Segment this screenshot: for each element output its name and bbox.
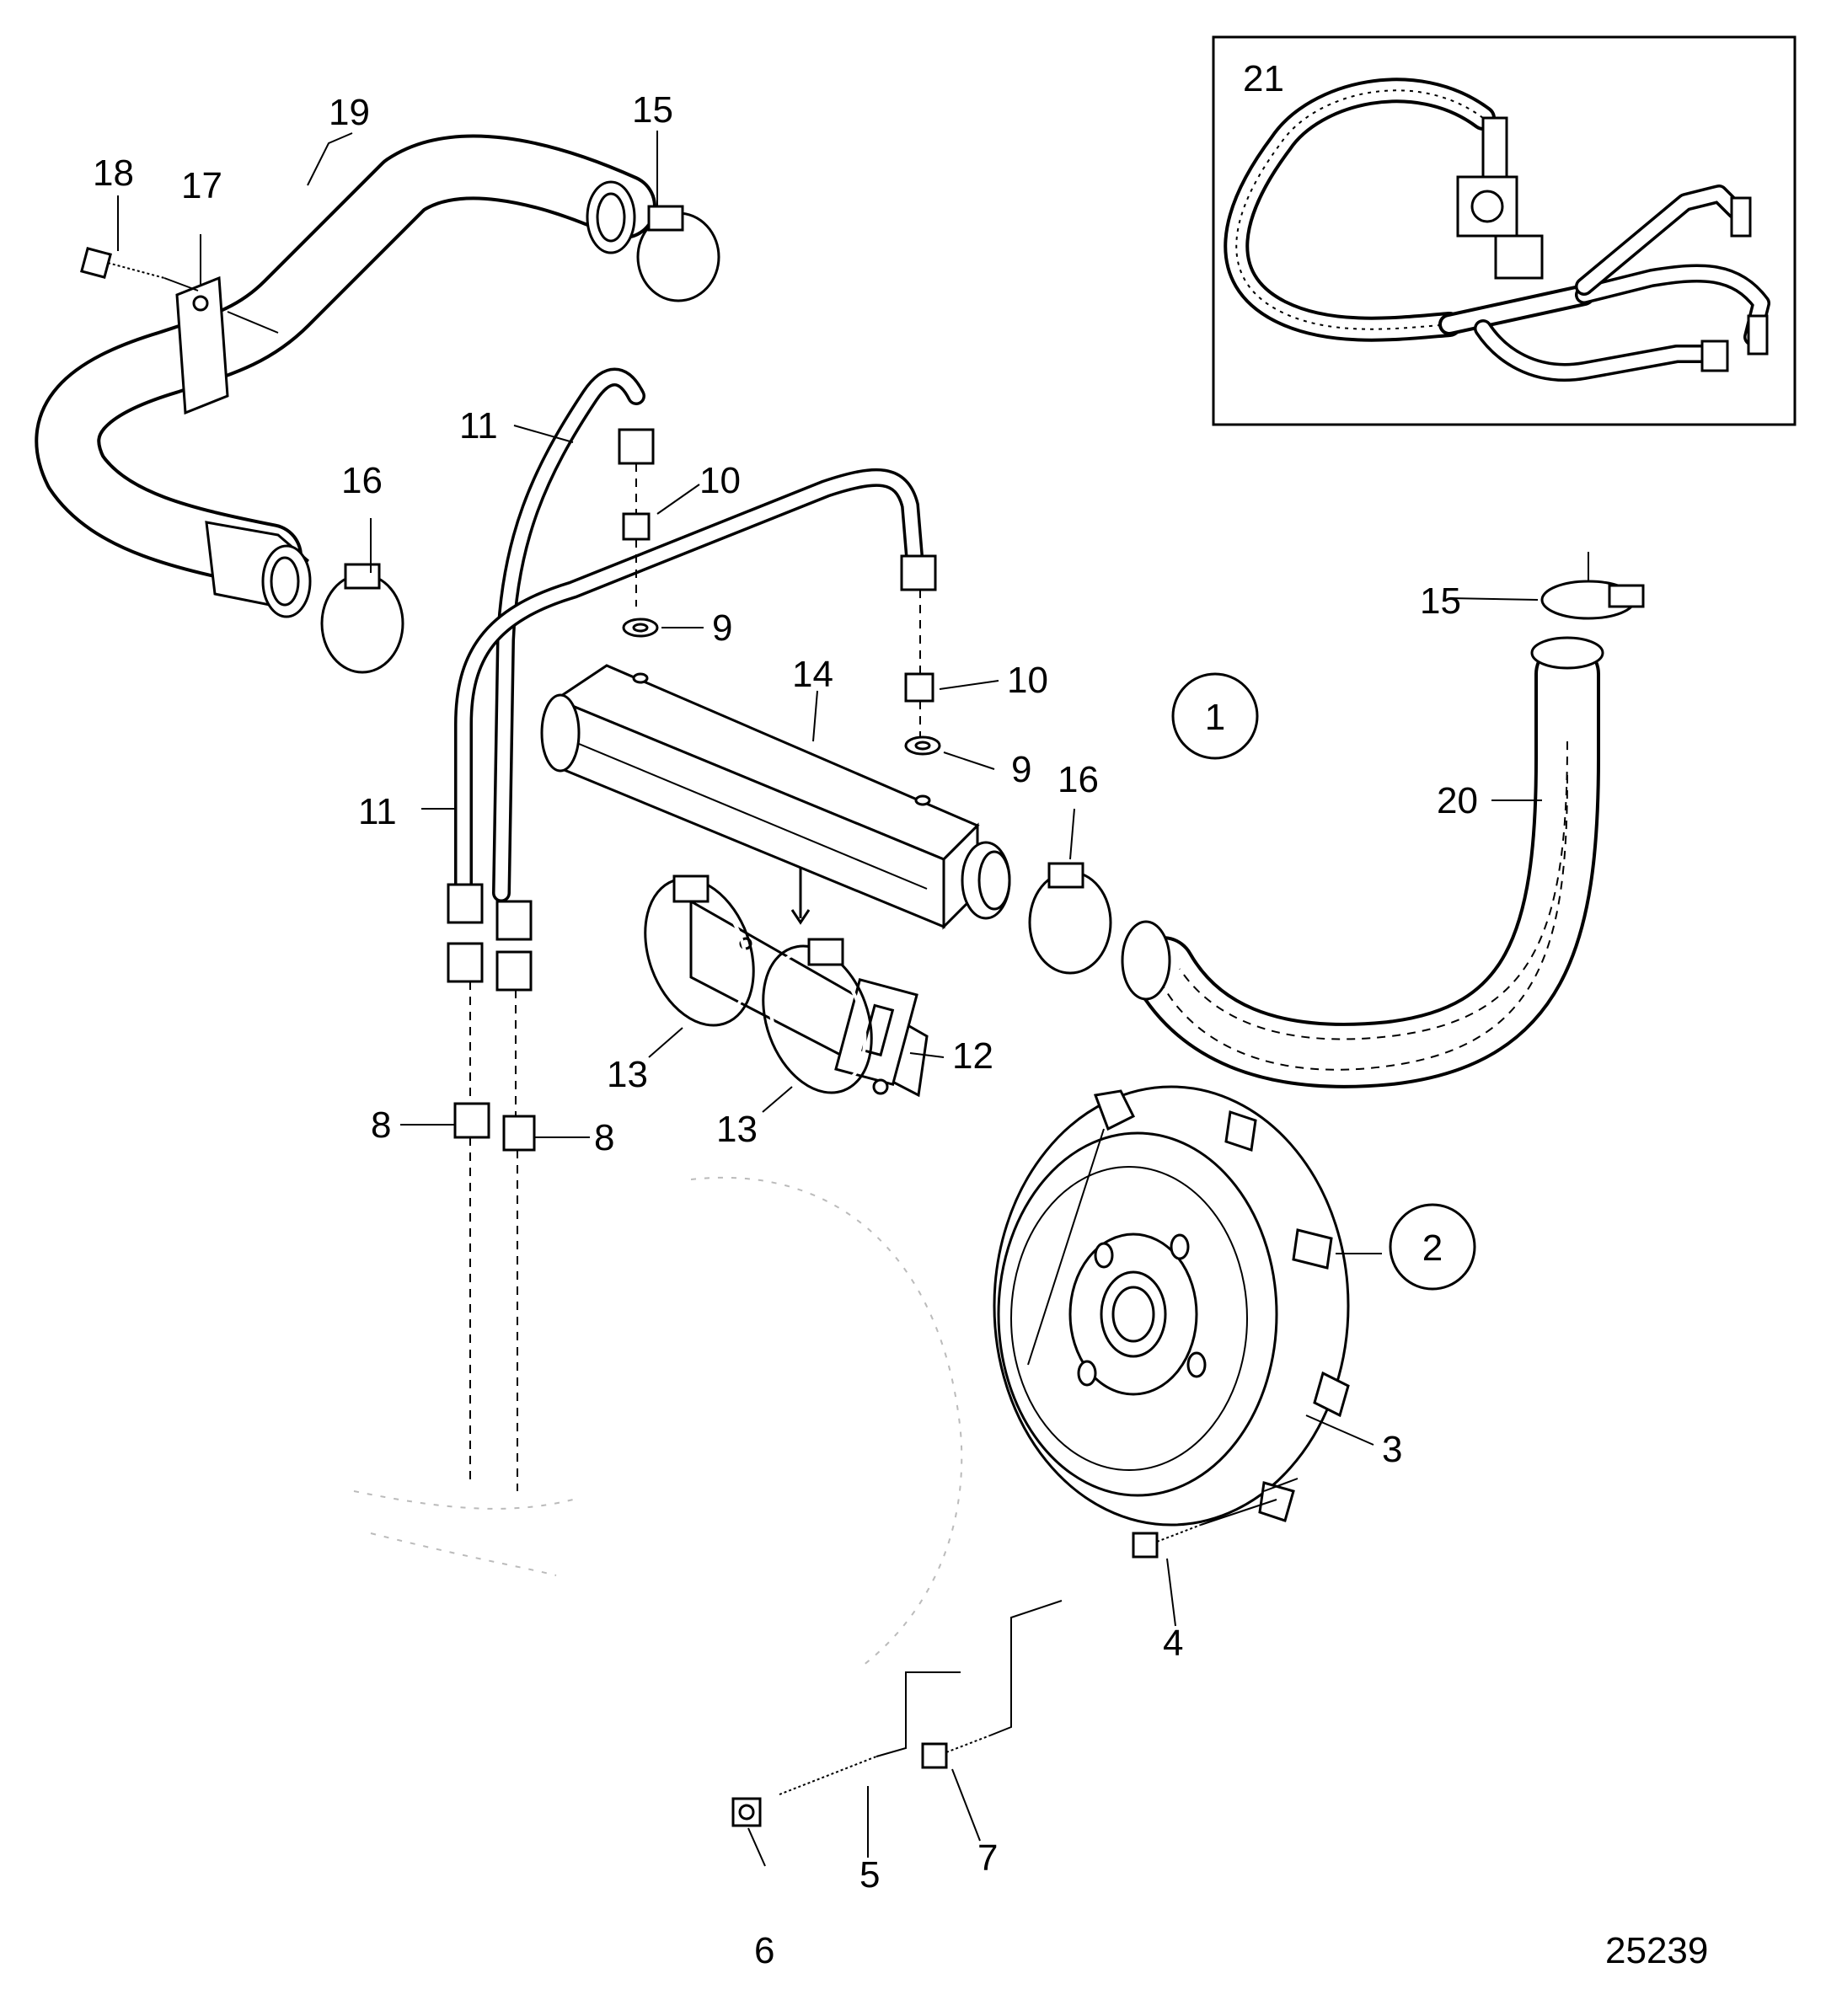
label-2: 2 <box>1422 1227 1443 1269</box>
label-16-right: 16 <box>1058 759 1099 800</box>
label-11-upper: 11 <box>459 405 498 447</box>
engine-outline-faint <box>353 1176 963 1669</box>
label-8-left: 8 <box>371 1104 391 1146</box>
inset-end-fitting-a <box>1730 196 1752 238</box>
label-14: 14 <box>792 654 833 695</box>
fitting-10-right <box>900 554 937 741</box>
label-7: 7 <box>977 1837 998 1879</box>
label-5: 5 <box>859 1854 880 1896</box>
label-8-right: 8 <box>594 1117 614 1158</box>
label-9-left: 9 <box>712 607 732 649</box>
label-15-right: 15 <box>1420 580 1461 622</box>
label-3: 3 <box>1382 1429 1402 1470</box>
label-6: 6 <box>754 1930 774 1971</box>
label-17: 17 <box>181 165 222 206</box>
inset-end-fitting-b <box>1747 314 1769 356</box>
clamp-16-left <box>320 563 404 674</box>
nut-6 <box>731 1797 762 1827</box>
label-20: 20 <box>1437 780 1478 821</box>
pipe-11-b <box>454 468 924 894</box>
label-10-right: 10 <box>1007 660 1048 701</box>
hose-20 <box>1121 636 1604 1088</box>
hose-19 <box>35 134 656 618</box>
clamp-16-right <box>1028 862 1112 975</box>
label-4: 4 <box>1163 1623 1183 1664</box>
label-1: 1 <box>1205 697 1225 738</box>
label-13-right: 13 <box>716 1109 758 1150</box>
inset-end-fitting-c <box>1700 340 1729 372</box>
pipe-11-nuts <box>447 883 533 992</box>
label-13-left: 13 <box>607 1054 648 1095</box>
bracket-12 <box>689 899 929 1098</box>
stud-5 <box>779 1671 961 1795</box>
clamp-13-right <box>762 938 873 1094</box>
part-labels: 19 15 18 17 11 16 10 9 14 10 9 16 11 12 … <box>93 89 1708 1971</box>
bracket-17 <box>175 275 229 415</box>
pump-cover-2 <box>993 1085 1382 1527</box>
label-19: 19 <box>329 92 370 133</box>
inset-corrugated-hose <box>1224 78 1496 342</box>
label-12: 12 <box>952 1035 993 1077</box>
bolt-4 <box>1132 1499 1277 1559</box>
inset-box-harness: 21 <box>1212 35 1797 426</box>
label-18: 18 <box>93 152 134 194</box>
bolt-7 <box>921 1600 1063 1769</box>
heat-exchanger-14 <box>540 664 1011 930</box>
fitting-10-left <box>618 428 655 607</box>
clamp-15-upper <box>636 205 720 302</box>
hose-20-end-upper <box>1530 636 1604 670</box>
leader-lines <box>117 131 1542 1867</box>
fittings-8 <box>453 981 536 1491</box>
washer-9-left <box>622 618 659 638</box>
washer-9-right <box>904 735 941 756</box>
figure-id: 25239 <box>1605 1930 1708 1971</box>
clamp-13-left <box>644 874 755 1027</box>
inset-frame <box>1212 35 1797 426</box>
label-15-upper: 15 <box>632 89 673 131</box>
bolt-18 <box>80 247 199 291</box>
label-11-lower: 11 <box>358 791 397 832</box>
hose-20-end-lower <box>1121 920 1171 1001</box>
label-10-upper: 10 <box>699 460 741 501</box>
callout-1: 1 <box>1171 672 1259 760</box>
label-21: 21 <box>1243 58 1284 99</box>
label-9-right: 9 <box>1011 749 1031 790</box>
label-16-left: 16 <box>341 460 383 501</box>
pipe-11-a <box>492 367 645 902</box>
callout-2: 2 <box>1389 1203 1476 1291</box>
clamp-15-right <box>1540 552 1645 620</box>
